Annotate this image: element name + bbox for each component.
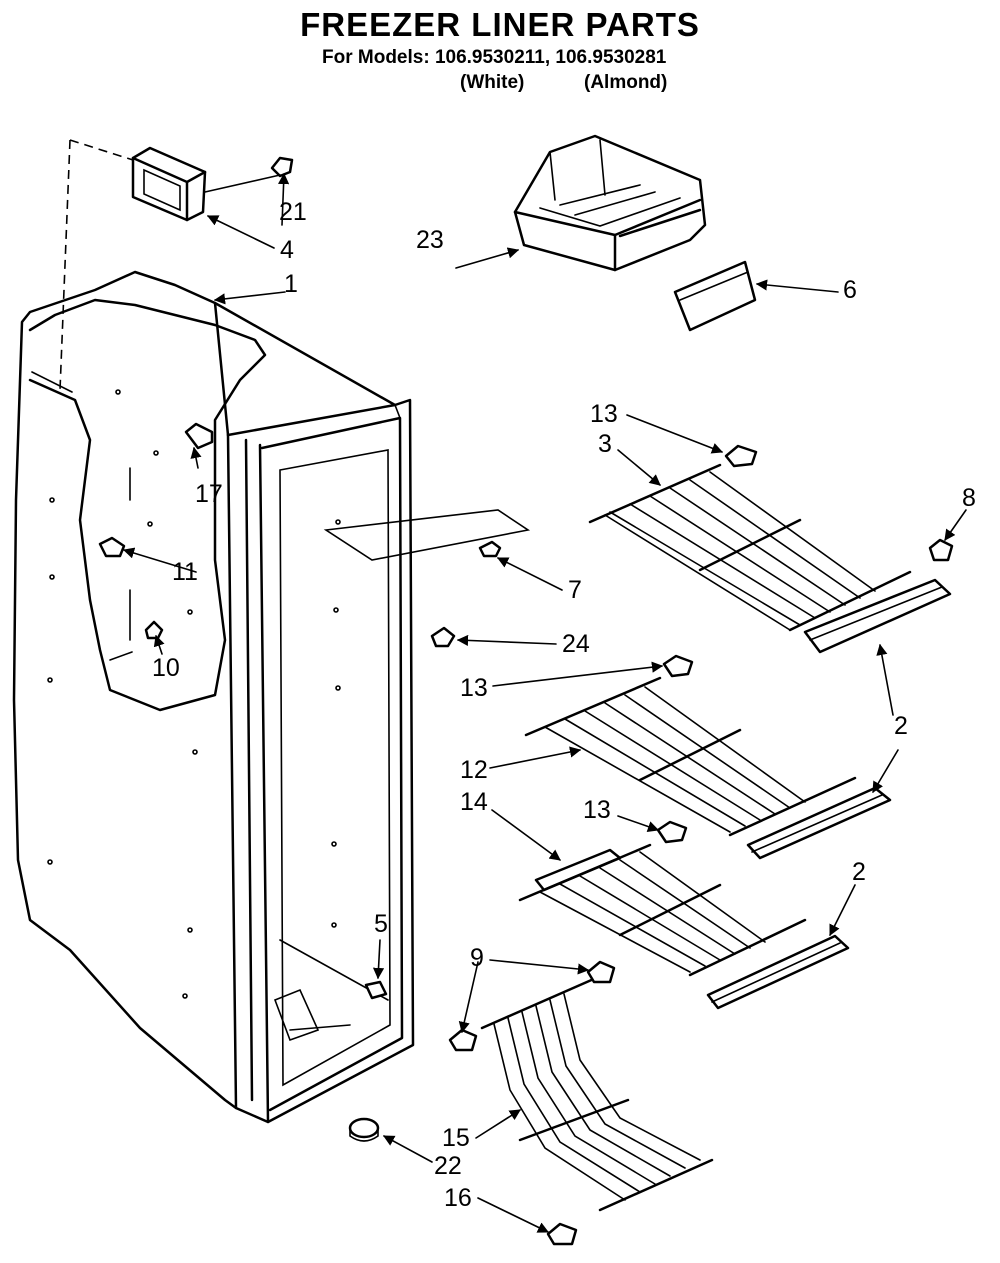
support-part-9-left [448, 1028, 478, 1052]
callout-1: 1 [284, 270, 298, 298]
callout-24: 24 [562, 630, 590, 658]
callout-6: 6 [843, 276, 857, 304]
support-part-9-right [586, 960, 616, 984]
wire-shelf-part-3 [588, 463, 912, 632]
callout-3: 3 [598, 430, 612, 458]
callout-12: 12 [460, 756, 488, 784]
callout-23: 23 [416, 226, 444, 254]
freezer-liner [12, 270, 415, 1124]
support-part-16 [546, 1222, 578, 1246]
screw-part-21 [270, 156, 294, 178]
callout-2-low: 2 [852, 858, 866, 886]
shelf-trim-part-2-low [706, 934, 850, 1010]
bumper-part-5 [364, 980, 388, 1000]
callout-5: 5 [374, 910, 388, 938]
page-title: FREEZER LINER PARTS [300, 6, 700, 43]
shelf-trim-part-2-top [803, 578, 952, 654]
variant-white: (White) [460, 72, 525, 93]
callout-11: 11 [172, 558, 198, 586]
callout-13-top: 13 [590, 400, 618, 428]
callout-10: 10 [152, 654, 180, 682]
callout-16: 16 [444, 1184, 472, 1212]
support-part-13a [724, 444, 758, 468]
callout-15: 15 [442, 1124, 470, 1152]
mount-guide [323, 509, 531, 561]
support-part-13c [656, 820, 688, 844]
shelf-trim-part-2-mid [746, 786, 892, 860]
callout-8: 8 [962, 484, 976, 512]
support-part-13b [662, 654, 694, 678]
fastener-part-10 [144, 620, 164, 640]
wire-shelf-part-14 [518, 843, 807, 977]
basket-part-23 [513, 134, 707, 272]
fastener-part-11 [98, 536, 126, 558]
callout-21: 21 [279, 198, 307, 226]
clip-part-7 [478, 540, 502, 558]
clip-part-17 [184, 422, 214, 450]
callout-13-mid: 13 [460, 674, 488, 702]
leader-arrows [122, 172, 967, 1233]
callout-22: 22 [434, 1152, 462, 1180]
callout-2-top: 2 [894, 712, 908, 740]
models-line: For Models: 106.9530211, 106.9530281 [322, 47, 667, 68]
wire-shelf-part-12 [524, 676, 857, 837]
plug-part-22 [348, 1117, 380, 1142]
variant-almond: (Almond) [584, 72, 668, 93]
clip-part-24 [430, 626, 456, 648]
callout-17: 17 [195, 480, 223, 508]
callout-14: 14 [460, 788, 488, 816]
callout-9: 9 [470, 944, 484, 972]
retainer-part-8 [928, 538, 954, 562]
callout-7: 7 [568, 576, 582, 604]
rack-part-15 [480, 976, 714, 1212]
callout-4: 4 [280, 236, 294, 264]
callout-13-low: 13 [583, 796, 611, 824]
bracket-part-4 [131, 146, 207, 222]
front-bar-part-6 [673, 260, 757, 332]
